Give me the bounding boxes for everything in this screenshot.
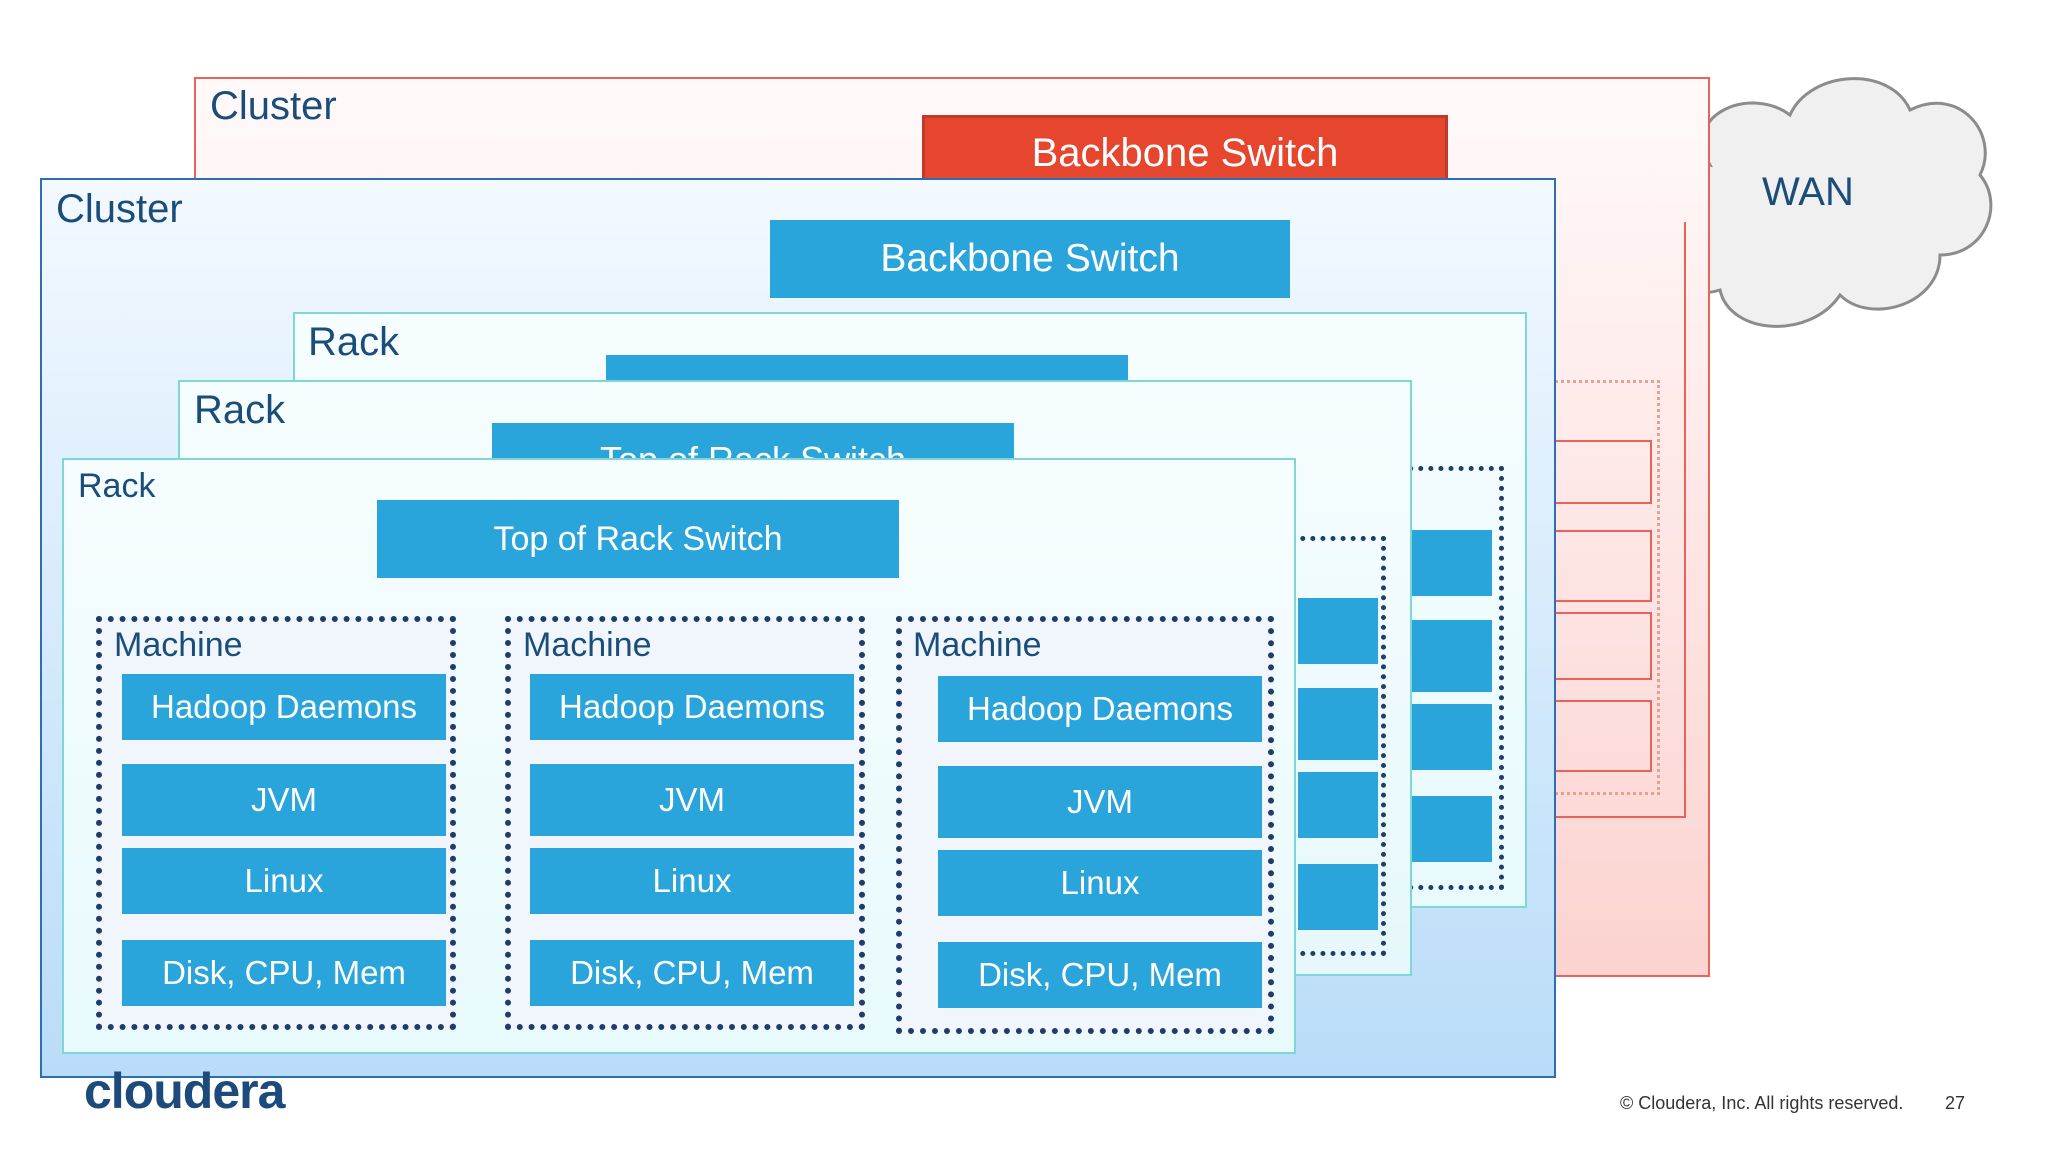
rack-back-layer-3	[1410, 704, 1492, 770]
machine-1-disk-cpu-mem: Disk, CPU, Mem	[122, 940, 446, 1006]
rack-front-label: Rack	[78, 467, 156, 505]
machine-1-jvm: JVM	[122, 764, 446, 836]
rack-mid-label: Rack	[194, 388, 286, 432]
rack-back-machine-outline	[1378, 466, 1504, 890]
rack-mid-layer-1	[1298, 598, 1378, 664]
machine-3-disk-cpu-mem: Disk, CPU, Mem	[938, 942, 1262, 1008]
tor-switch-mid: Top of Rack Switch	[492, 423, 1014, 459]
machine-3-linux: Linux	[938, 850, 1262, 916]
machine-3-jvm: JVM	[938, 766, 1262, 838]
wan-label: WAN	[1762, 170, 1854, 214]
copyright-text: © Cloudera, Inc. All rights reserved.	[1620, 1093, 1904, 1113]
rack-mid-layer-3	[1298, 772, 1378, 838]
cluster-back-label: Cluster	[210, 84, 337, 128]
backbone-switch-back: Backbone Switch	[922, 115, 1448, 181]
rack-back-layer-4	[1410, 796, 1492, 862]
machine-2-jvm: JVM	[530, 764, 854, 836]
page-number: 27	[1945, 1093, 1966, 1113]
machine-2-label: Machine	[523, 626, 652, 664]
rack-mid-machine-outline	[1260, 536, 1386, 956]
machine-1-hadoop-daemons: Hadoop Daemons	[122, 674, 446, 740]
machine-2-linux: Linux	[530, 848, 854, 914]
cluster-front-label: Cluster	[56, 187, 183, 231]
backbone-switch-front: Backbone Switch	[770, 220, 1290, 298]
rack-mid-layer-4	[1298, 864, 1378, 930]
machine-3-hadoop-daemons: Hadoop Daemons	[938, 676, 1262, 742]
machine-2-hadoop-daemons: Hadoop Daemons	[530, 674, 854, 740]
rack-back-layer-1	[1410, 530, 1492, 596]
cloudera-logo: cloudera	[84, 1063, 285, 1119]
rack-mid-layer-2	[1298, 688, 1378, 760]
machine-2-disk-cpu-mem: Disk, CPU, Mem	[530, 940, 854, 1006]
machine-1-linux: Linux	[122, 848, 446, 914]
tor-switch-front: Top of Rack Switch	[377, 500, 899, 578]
machine-3-label: Machine	[913, 626, 1042, 664]
rack-back-label: Rack	[308, 320, 400, 364]
rack-back-layer-2	[1410, 620, 1492, 692]
machine-1-label: Machine	[114, 626, 243, 664]
